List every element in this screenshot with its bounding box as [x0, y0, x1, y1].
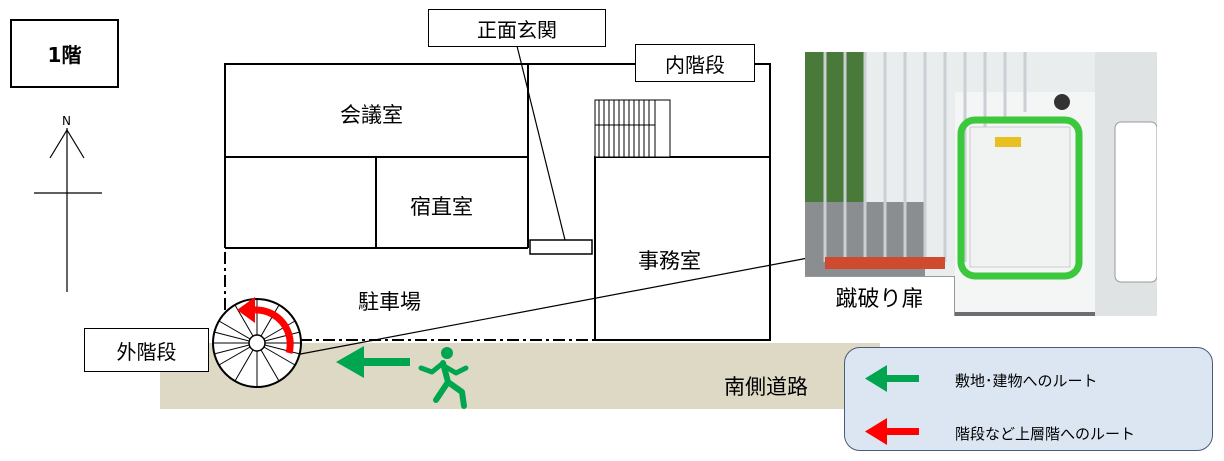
green-route-arrow	[336, 346, 410, 378]
meeting-room-label: 会議室	[340, 103, 403, 127]
kick-door-label: 蹴破り扉	[805, 276, 955, 316]
floor-label: 1階	[10, 19, 119, 88]
night-duty-room-label: 宿直室	[410, 195, 473, 219]
legend-green-arrow-icon	[865, 365, 919, 392]
red-route-arrowhead	[237, 297, 255, 323]
red-route-arc	[254, 306, 294, 354]
outer-stairs-text: 外階段	[116, 339, 177, 364]
office-label: 事務室	[638, 249, 701, 273]
spiral-stair-icon	[212, 297, 302, 388]
front-entrance-text: 正面玄関	[477, 17, 557, 42]
outer-stairs-label: 外階段	[84, 328, 209, 372]
parking-boundary	[224, 252, 595, 341]
door-leader	[289, 257, 809, 357]
building-walls	[224, 63, 771, 341]
entrance-leader	[516, 45, 566, 241]
floor-label-text: 1階	[47, 43, 82, 67]
entrance-mat	[529, 239, 593, 255]
legend: 敷地･建物へのルート 階段など上層階へのルート	[844, 347, 1213, 451]
front-entrance-label: 正面玄関	[428, 9, 606, 47]
inner-stairs-label: 内階段	[635, 44, 755, 82]
door-highlight	[957, 116, 1083, 280]
kick-door-text: 蹴破り扉	[835, 286, 924, 312]
legend-site-route-label: 敷地･建物へのルート	[955, 372, 1098, 390]
parking-label: 駐車場	[358, 290, 421, 314]
south-road-label: 南側道路	[724, 375, 808, 399]
door-photo: 蹴破り扉	[805, 52, 1157, 316]
compass-north-label: N	[62, 114, 71, 128]
legend-red-arrow-icon	[865, 418, 919, 445]
inner-stairs-text: 内階段	[665, 52, 725, 77]
running-person-icon	[418, 347, 469, 409]
legend-upper-route-label: 階段など上層階へのルート	[955, 425, 1136, 443]
inner-stairs-drawing	[594, 99, 671, 158]
compass-icon	[34, 128, 102, 292]
